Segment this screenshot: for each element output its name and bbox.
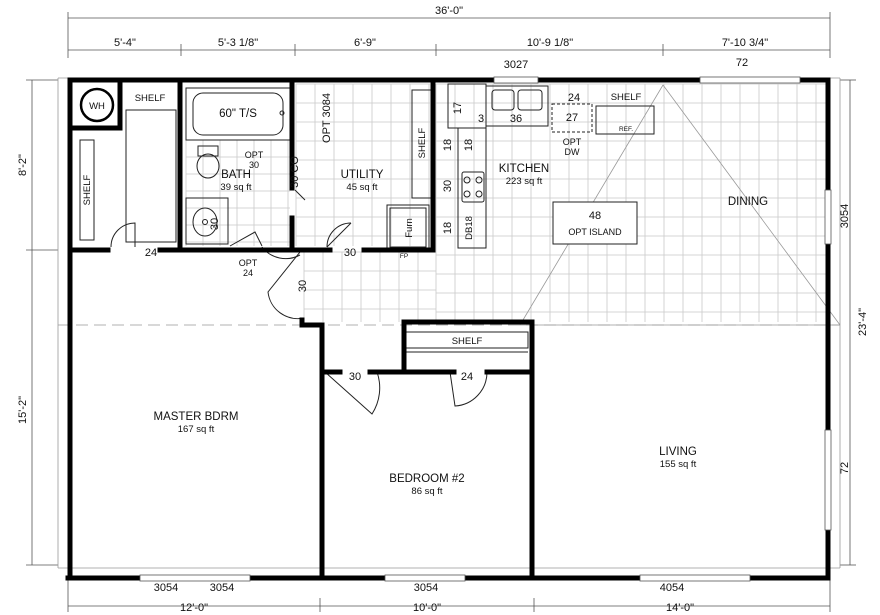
door-swings [110,189,488,415]
dim-top-4: 10'-9 1/8" [527,37,573,49]
room-bath-name: BATH [221,169,251,181]
window-label-top-left: 3027 [504,59,528,71]
label-cab-18a: 18 [442,139,454,151]
window-right-living [824,429,832,531]
window-label-right-2: 72 [839,462,851,474]
room-kitchen-name: KITCHEN [499,163,549,175]
dim-top-1: 5'-4" [114,37,136,49]
label-door-bed2: 24 [461,371,473,383]
window-label-bottom-2: 3054 [210,582,234,594]
window-top-72 [699,76,801,84]
label-door-bath: 30 [209,218,221,230]
exterior-wall [65,77,831,581]
tub-basin [192,92,284,136]
window-label-right-1: 3054 [839,204,851,228]
windows [139,76,832,582]
label-door-closet-master: 24 [145,247,157,259]
shelf-vertical [79,139,95,241]
window-bottom-living [639,574,751,582]
label-cab-18b: 18 [463,139,475,151]
dim-top-5: 7'-10 3/4" [722,37,768,49]
window-right-dining [824,189,832,245]
label-cab-30: 30 [442,180,454,192]
dim-bottom-1: 12'-0" [180,602,208,614]
label-cab-3: 3 [478,113,484,125]
door-master-30 [324,371,381,415]
shelf-closet-wh [125,109,177,243]
bath-sink [192,207,218,237]
water-heater [79,87,115,123]
label-refrigerator: REF. [619,126,633,133]
label-db18: DB18 [464,216,475,240]
room-bedroom2-area: 86 sq ft [411,486,443,497]
label-door-hall: 30 [297,280,309,292]
window-bottom-master [139,574,251,582]
label-shelf-vertical: SHELF [82,174,93,205]
label-island-size: 48 [589,210,601,222]
dim-left-2: 15'-2" [17,396,29,424]
room-bath-area: 39 sq ft [220,182,252,193]
dim-left-1: 8'-2" [17,154,29,176]
door-bed2-24 [449,371,488,407]
label-cab-27: 27 [566,112,578,124]
label-island: OPT ISLAND [568,227,622,237]
label-cab-24: 24 [568,92,580,104]
walls [65,77,831,581]
label-cab-18c: 18 [442,222,454,234]
room-bedroom2-name: BEDROOM #2 [389,473,464,485]
window-label-top-right: 72 [736,57,748,69]
label-cab-17: 17 [452,102,464,114]
window-bottom-bed2 [384,574,466,582]
room-master-name: MASTER BDRM [154,411,239,423]
window-label-utility-opt: OPT 3084 [321,93,333,143]
label-shelf-bed2: SHELF [452,336,483,347]
room-utility-area: 45 sq ft [346,182,378,193]
window-label-bottom-3: 3054 [414,582,438,594]
label-door-utility-co: 30 CO [289,156,301,188]
label-furnace: Furn [404,218,415,238]
tile-floor-grid [185,83,826,322]
label-shelf-wh: SHELF [135,93,166,104]
label-door-utility: 30 [344,247,356,259]
room-dining-name: DINING [728,196,768,208]
dim-bottom-2: 10'-0" [413,602,441,614]
dim-right: 23'-4" [857,308,869,336]
room-kitchen-area: 223 sq ft [506,176,543,187]
kitchen-island [552,201,638,245]
room-living-area: 155 sq ft [660,459,697,470]
dim-overall-width: 36'-0" [435,5,463,17]
door-hall-30 [267,251,305,320]
room-living-name: LIVING [659,446,697,458]
label-tub: 60" T/S [219,108,257,120]
window-top-3027 [493,76,539,84]
window-label-bottom-1: 3054 [154,582,178,594]
dim-top-3: 6'-9" [354,37,376,49]
toilet [196,153,220,179]
label-shelf-kitchen: SHELF [611,92,642,103]
dim-top-2: 5'-3 1/8" [218,37,258,49]
door-closet-master [110,222,136,248]
room-utility-name: UTILITY [341,169,384,181]
label-sink: 36 [510,113,522,125]
room-master-area: 167 sq ft [178,424,215,435]
label-door-master: 30 [349,371,361,383]
label-fireplace: FP [400,253,408,260]
refrigerator [595,105,655,135]
window-label-bottom-4: 4054 [660,582,684,594]
label-shelf-utility: SHELF [417,127,428,158]
dim-bottom-3: 14'-0" [666,602,694,614]
label-water-heater: WH [89,101,105,112]
